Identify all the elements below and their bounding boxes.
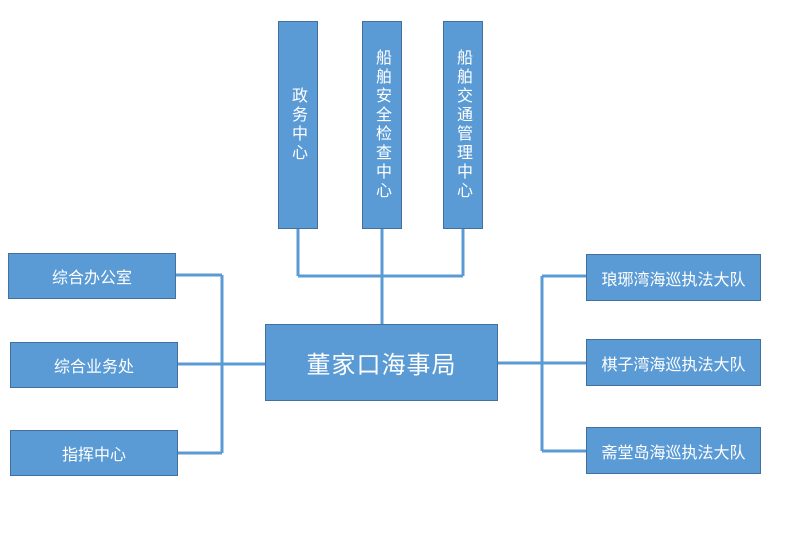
org-box-label: 综合办公室 — [51, 268, 132, 287]
org-box-label: 棋子湾海巡执法大队 — [601, 354, 746, 374]
org-box-zhaitang-island-patrol-brigade: 斋堂岛海巡执法大队 — [586, 427, 761, 474]
org-box-general-business-office: 综合业务处 — [10, 342, 178, 388]
org-root-label: 董家口海事局 — [306, 351, 457, 379]
org-box-root: 董家口海事局 — [265, 324, 498, 401]
org-box-label: 指挥中心 — [61, 445, 126, 464]
org-box-vessel-traffic-management-center: 船舶交通管理中心 — [443, 21, 483, 229]
org-box-label: 船舶安全检查中心 — [373, 49, 392, 201]
org-box-label: 琅琊湾海巡执法大队 — [601, 269, 746, 289]
org-box-label: 政务中心 — [289, 87, 308, 163]
org-box-label: 斋堂岛海巡执法大队 — [601, 442, 746, 462]
org-box-label: 船舶交通管理中心 — [454, 49, 473, 201]
org-box-label: 综合业务处 — [53, 357, 134, 376]
org-box-government-affairs-center: 政务中心 — [278, 21, 318, 229]
org-box-general-office: 综合办公室 — [8, 253, 176, 299]
org-box-ship-safety-inspection-center: 船舶安全检查中心 — [362, 21, 402, 229]
org-box-command-center: 指挥中心 — [10, 430, 178, 476]
org-box-langya-bay-patrol-brigade: 琅琊湾海巡执法大队 — [586, 254, 761, 301]
org-box-qizi-bay-patrol-brigade: 棋子湾海巡执法大队 — [586, 339, 761, 386]
